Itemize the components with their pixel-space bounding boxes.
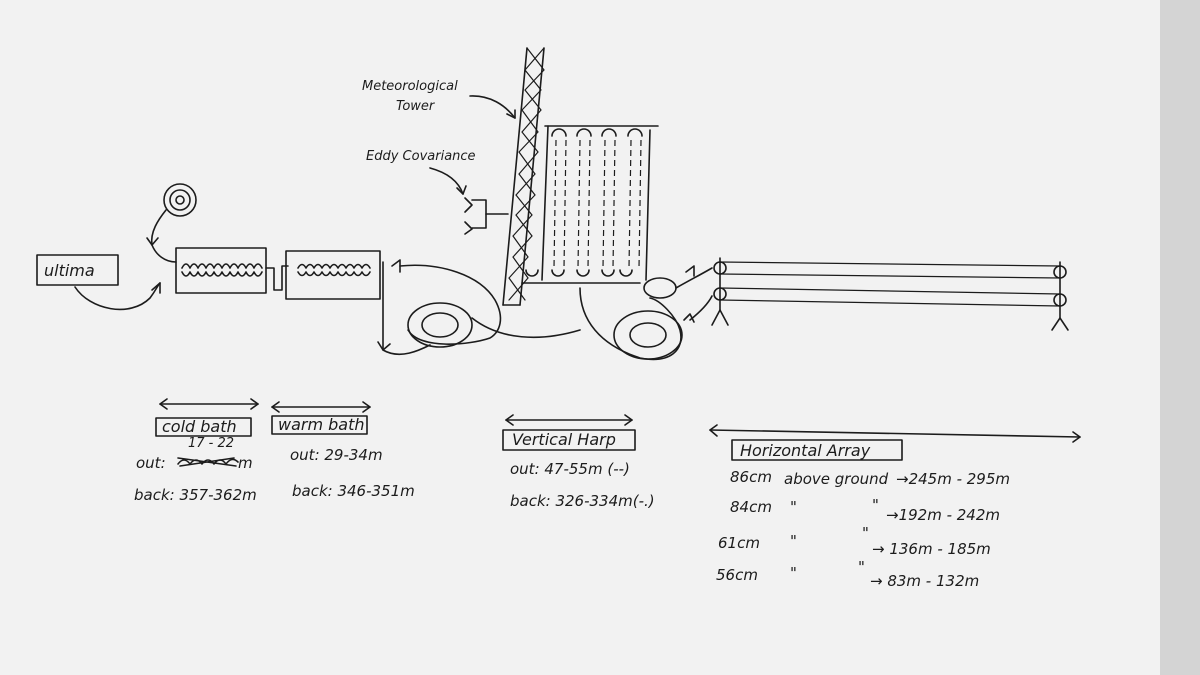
cold-bath-box [176, 248, 266, 293]
cold-bath-out-note: 17 - 22 [188, 436, 234, 451]
background-edge [1160, 0, 1200, 675]
met-tower-label-2: Tower [396, 99, 436, 114]
ultima-unit: ultima [37, 255, 118, 285]
array-row-range: →245m - 295m [896, 470, 1010, 488]
array-row: 61cm " " → 136m - 185m [718, 524, 991, 558]
cold-bath-out-suffix: m [238, 454, 253, 472]
met-tower-label: Meteorological [362, 79, 458, 94]
cold-bath-out-label: out: [136, 454, 166, 472]
cold-bath-title: cold bath [162, 417, 237, 436]
array-row-mark: " [858, 558, 865, 576]
array-row-desc: above ground [784, 470, 889, 488]
eddy-covariance-label: Eddy Covariance [366, 149, 476, 164]
warm-bath-title: warm bath [278, 415, 365, 434]
array-row-desc: " [790, 532, 797, 550]
meteorological-tower [503, 48, 544, 305]
warm-bath-back: back: 346-351m [292, 482, 415, 500]
array-row-mark: " [872, 496, 879, 514]
cable-ultima-to-bath [75, 283, 160, 309]
array-row: 86cm above ground →245m - 295m [730, 468, 1010, 488]
ultima-label: ultima [44, 261, 95, 280]
cold-bath-back: back: 357-362m [134, 486, 257, 504]
horizontal-array [712, 258, 1068, 330]
array-row-height: 84cm [730, 498, 772, 516]
link-cold-to-warm [266, 266, 288, 290]
array-row-range: →192m - 242m [886, 506, 1000, 524]
array-row: 56cm " " → 83m - 132m [716, 558, 979, 590]
horizontal-array-legend: Horizontal Array 86cm above ground →245m… [710, 425, 1080, 590]
array-row-height: 61cm [718, 534, 760, 552]
vertical-harp-back: back: 326-334m(-.) [510, 492, 655, 510]
array-row-height: 56cm [716, 566, 758, 584]
horizontal-array-title: Horizontal Array [740, 441, 871, 460]
array-row-range: → 83m - 132m [870, 572, 979, 590]
warm-bath-box [286, 251, 380, 299]
vertical-harp-out: out: 47-55m (--) [510, 460, 630, 478]
array-row-range: → 136m - 185m [872, 540, 991, 558]
array-row: 84cm " " →192m - 242m [730, 496, 1000, 524]
fiber-loop-left [392, 260, 580, 347]
warm-bath-out: out: 29-34m [290, 446, 383, 464]
cold-bath-legend: cold bath 17 - 22 out: m back: 357-362m [134, 399, 258, 504]
spare-fiber-spool [147, 184, 196, 262]
array-row-desc: " [790, 564, 797, 582]
vertical-harp-legend: Vertical Harp out: 47-55m (--) back: 326… [503, 415, 655, 510]
eddy-covariance-sensor [465, 198, 508, 234]
warm-bath-legend: warm bath out: 29-34m back: 346-351m [272, 402, 415, 500]
vertical-harp [522, 126, 658, 283]
array-row-mark: " [862, 524, 869, 542]
vertical-harp-title: Vertical Harp [512, 430, 616, 449]
array-row-height: 86cm [730, 468, 772, 486]
diagram-canvas: ultima [0, 0, 1160, 675]
array-row-desc: " [790, 498, 797, 516]
arrow-head [378, 342, 390, 350]
